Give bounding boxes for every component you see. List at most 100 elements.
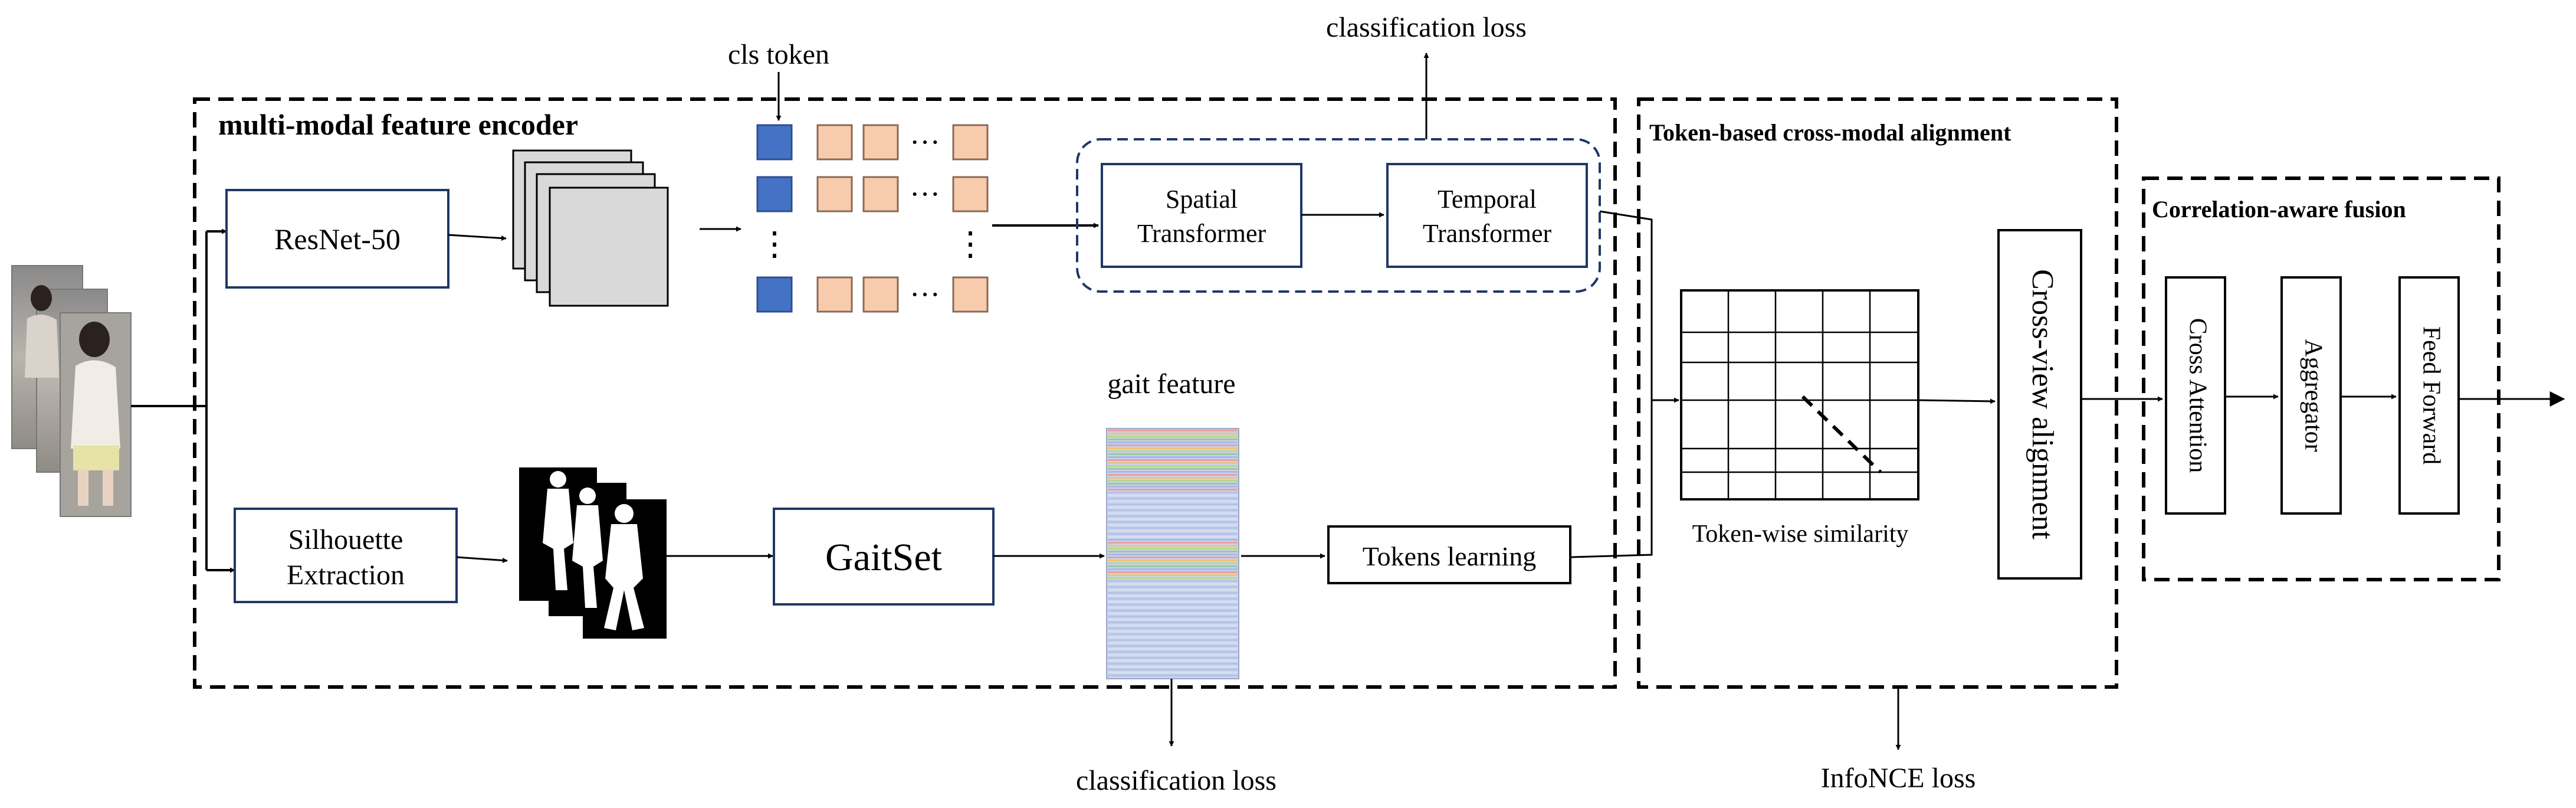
silhouette-frames [519, 467, 667, 639]
gait-feature-stripe [1108, 604, 1238, 606]
gait-feature-stripe [1108, 489, 1238, 490]
cross-attention-label: Cross Attention [2184, 318, 2211, 473]
token-vdots: ⋮ [758, 226, 791, 263]
gait-feature-stripe [1108, 495, 1238, 496]
silhouette-extraction-label: Silhouette [288, 524, 403, 555]
gait-feature-stripe [1108, 477, 1238, 479]
gait-feature-stripe [1108, 580, 1238, 582]
transformer-group [1076, 138, 1601, 293]
tokens-learning-label: Tokens learning [1363, 541, 1536, 571]
gait-feature-stripe [1108, 660, 1238, 662]
gait-feature-stripe [1108, 465, 1238, 467]
patch-token [862, 276, 899, 313]
patch-token [862, 124, 899, 161]
aggregator-label: Aggregator [2299, 339, 2326, 452]
input-rgb-frames [11, 265, 132, 517]
gaitset-block [773, 508, 995, 606]
gait-feature-stripe [1108, 633, 1238, 635]
gait-feature-stripe [1108, 439, 1238, 440]
token-ellipsis: ··· [910, 178, 940, 211]
gait-feature-stripe [1108, 586, 1238, 588]
gaitset-label: GaitSet [825, 536, 942, 579]
gait-feature-stripe [1108, 444, 1238, 446]
cls-token-label: cls token [728, 39, 829, 70]
gait-feature-stripe [1108, 613, 1238, 614]
gait-feature-stripe [1108, 672, 1238, 673]
gait-feature-bar [1106, 428, 1239, 679]
gait-feature-stripe [1108, 459, 1238, 461]
patch-token [952, 176, 989, 212]
alignment-section-title: Token-based cross-modal alignment [1649, 119, 2011, 146]
spatial-transformer-label-2: Transformer [1137, 219, 1266, 248]
gait-feature-stripe [1108, 447, 1238, 449]
resnet-label: ResNet-50 [274, 223, 401, 256]
gait-feature-stripe [1108, 509, 1238, 511]
gait-feature-stripe [1108, 500, 1238, 502]
token-ellipsis: ··· [910, 278, 940, 312]
classification-loss-bottom: classification loss [1076, 765, 1276, 796]
feed-forward-label: Feed Forward [2417, 326, 2444, 464]
gait-feature-stripe [1108, 498, 1238, 499]
gait-feature-stripe [1108, 468, 1238, 470]
cross-view-alignment-label: Cross-view alignment [2026, 269, 2059, 539]
spatial-transformer-label: Spatial [1166, 185, 1238, 214]
feed-forward-block [2398, 276, 2460, 515]
token-ellipsis: ··· [910, 126, 940, 159]
cross-attention-block [2165, 276, 2226, 515]
gait-feature-stripe [1108, 621, 1238, 623]
gait-feature-stripe [1108, 554, 1238, 555]
gait-feature-stripe [1108, 483, 1238, 485]
patch-token [952, 276, 989, 313]
gait-feature-stripe [1108, 456, 1238, 458]
gait-feature-stripe [1108, 616, 1238, 617]
gait-feature-stripe [1108, 533, 1238, 535]
gait-feature-stripe [1108, 562, 1238, 564]
patch-token [862, 176, 899, 212]
gait-feature-stripe [1108, 462, 1238, 464]
gait-feature-stripe [1108, 512, 1238, 514]
feature-map-stack [512, 149, 669, 307]
gait-feature-stripe [1108, 627, 1238, 629]
gait-feature-stripe [1108, 453, 1238, 455]
encoder-section-box [193, 97, 1617, 689]
alignment-section-box [1637, 97, 2118, 689]
gait-feature-stripe [1108, 492, 1238, 493]
gait-feature-stripe [1108, 524, 1238, 526]
gait-feature-stripe [1108, 651, 1238, 653]
infonce-loss-label: InfoNCE loss [1821, 763, 1976, 794]
token-vdots: ⋮ [954, 226, 987, 263]
aggregator-block [2280, 276, 2342, 515]
token-wise-similarity-matrix [1680, 289, 1919, 500]
tokens-learning-block [1327, 525, 1571, 584]
gait-feature-stripe [1108, 648, 1238, 650]
gait-feature-stripe [1108, 571, 1238, 573]
gait-feature-stripe [1108, 568, 1238, 570]
gait-feature-stripe [1108, 574, 1238, 576]
cls-token [756, 276, 793, 313]
gait-feature-stripe [1108, 645, 1238, 647]
cls-token [756, 124, 793, 161]
patch-token [952, 124, 989, 161]
gait-feature-stripe [1108, 506, 1238, 508]
classification-loss-top: classification loss [1326, 12, 1527, 43]
gait-feature-stripe [1108, 610, 1238, 611]
patch-token [816, 124, 853, 161]
gait-feature-stripe [1108, 450, 1238, 452]
patch-token [816, 176, 853, 212]
silhouette-extraction-block [234, 508, 458, 603]
gait-feature-stripe [1108, 583, 1238, 585]
fusion-section-title: Correlation-aware fusion [2152, 196, 2406, 223]
token-wise-similarity-label: Token-wise similarity [1692, 521, 1909, 548]
temporal-transformer-label: Temporal [1438, 185, 1537, 214]
gait-feature-stripe [1108, 530, 1238, 532]
gait-feature-stripe [1108, 624, 1238, 626]
encoder-section-title: multi-modal feature encoder [218, 108, 578, 141]
cls-token [756, 176, 793, 212]
gait-feature-stripe [1108, 441, 1238, 443]
gait-feature-stripe [1108, 551, 1238, 552]
token-grid: ··· ··· ··· ⋮ ⋮ [756, 124, 989, 313]
gait-feature-stripe [1108, 598, 1238, 600]
gait-feature-stripe [1108, 480, 1238, 482]
gait-feature-stripe [1108, 545, 1238, 547]
gait-feature-stripe [1108, 654, 1238, 656]
